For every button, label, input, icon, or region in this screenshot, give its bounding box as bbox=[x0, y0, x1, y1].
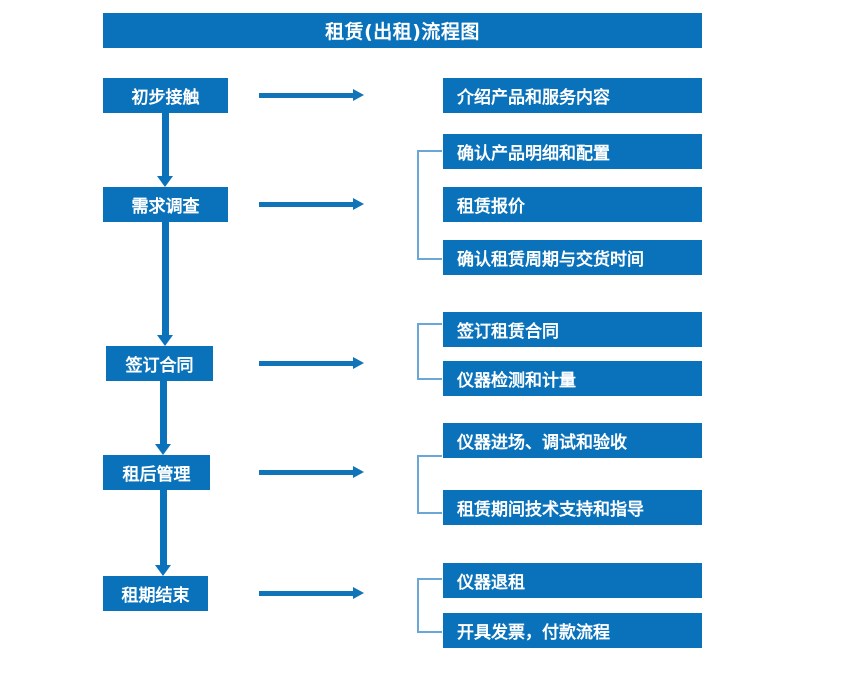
detail-box-1[interactable]: 介绍产品和服务内容 bbox=[443, 78, 702, 113]
stage-connector-arrow-2-3 bbox=[150, 222, 180, 346]
detail-box-9[interactable]: 仪器退租 bbox=[443, 563, 702, 598]
stage-to-detail-arrow-3 bbox=[259, 356, 364, 370]
detail-box-6[interactable]: 仪器检测和计量 bbox=[443, 361, 702, 396]
stage-box-4[interactable]: 租后管理 bbox=[103, 455, 210, 490]
detail-box-3[interactable]: 租赁报价 bbox=[443, 187, 702, 222]
stage-box-3[interactable]: 签订合同 bbox=[106, 346, 213, 381]
detail-box-2[interactable]: 确认产品明细和配置 bbox=[443, 134, 702, 169]
detail-box-10[interactable]: 开具发票，付款流程 bbox=[443, 613, 702, 648]
detail-box-5[interactable]: 签订租赁合同 bbox=[443, 312, 702, 347]
flowchart-title: 租赁(出租)流程图 bbox=[103, 13, 702, 48]
group-bracket-5 bbox=[417, 578, 442, 633]
stage-connector-arrow-4-5 bbox=[148, 490, 178, 576]
stage-connector-arrow-3-4 bbox=[148, 381, 178, 455]
stage-box-1[interactable]: 初步接触 bbox=[103, 78, 228, 113]
stage-to-detail-arrow-5 bbox=[259, 586, 364, 600]
stage-connector-arrow-1-2 bbox=[150, 113, 180, 187]
stage-to-detail-arrow-4 bbox=[259, 465, 364, 479]
stage-box-5[interactable]: 租期结束 bbox=[103, 576, 208, 611]
group-bracket-2 bbox=[417, 150, 442, 260]
detail-box-7[interactable]: 仪器进场、调试和验收 bbox=[443, 423, 702, 458]
group-bracket-4 bbox=[417, 455, 442, 514]
stage-box-2[interactable]: 需求调查 bbox=[103, 187, 228, 222]
detail-box-8[interactable]: 租赁期间技术支持和指导 bbox=[443, 490, 702, 525]
detail-box-4[interactable]: 确认租赁周期与交货时间 bbox=[443, 240, 702, 275]
stage-to-detail-arrow-2 bbox=[259, 197, 364, 211]
group-bracket-3 bbox=[417, 323, 442, 380]
stage-to-detail-arrow-1 bbox=[259, 88, 364, 102]
